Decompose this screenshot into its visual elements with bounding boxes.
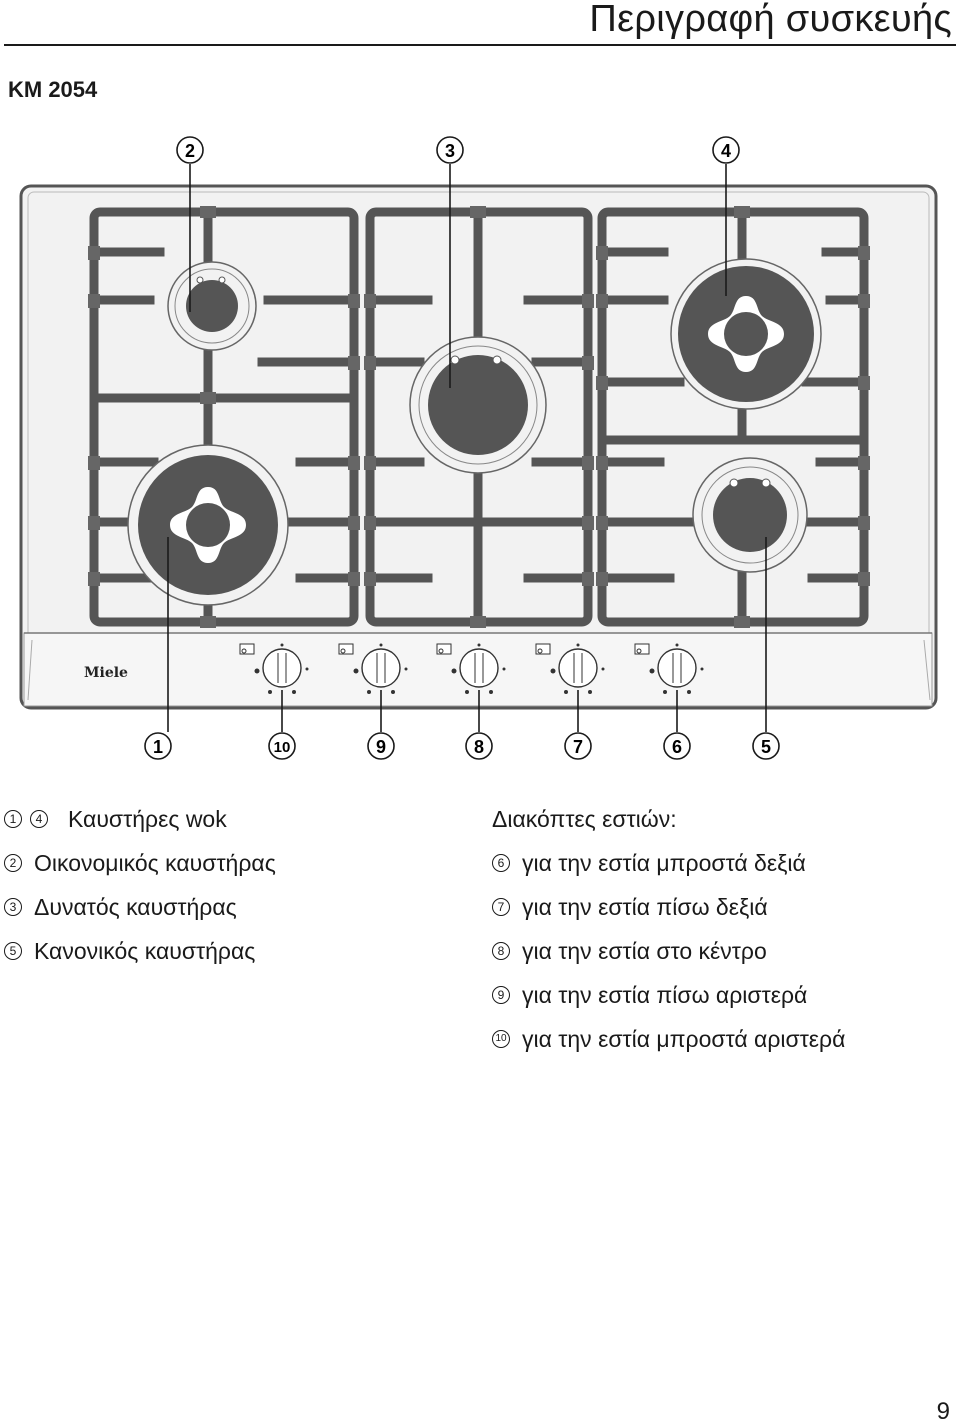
knob-rear-left[interactable] bbox=[338, 643, 408, 695]
svg-text:8: 8 bbox=[474, 737, 484, 757]
legend-text: Δυνατός καυστήρας bbox=[34, 894, 237, 920]
svg-text:3: 3 bbox=[445, 141, 455, 161]
legend-row-normal: 5 Κανονικός καυστήρας bbox=[4, 929, 276, 973]
legend-row-wok: 1 4 Καυστήρες wok bbox=[4, 797, 276, 841]
pan-support-right bbox=[597, 207, 869, 627]
callout-top-2: 2 bbox=[176, 136, 204, 164]
legend-row-economy: 2 Οικονομικός καυστήρας bbox=[4, 841, 276, 885]
svg-text:2: 2 bbox=[185, 141, 195, 161]
burner-wok-left bbox=[127, 444, 289, 606]
callout-bottom-8: 8 bbox=[465, 732, 493, 760]
pan-support-left bbox=[89, 207, 359, 627]
legend-number: 9 bbox=[492, 986, 510, 1004]
legend-number: 10 bbox=[492, 1030, 510, 1048]
legend-heading: Διακόπτες εστιών: bbox=[492, 806, 677, 832]
grate-fingers bbox=[89, 207, 869, 627]
callout-top-4: 4 bbox=[712, 136, 740, 164]
legend-text: για την εστία στο κέντρο bbox=[522, 938, 767, 964]
hob-diagram: Miele 2 3 4 1 10 9 8 bbox=[19, 136, 938, 760]
legend-text: για την εστία πίσω δεξιά bbox=[522, 894, 768, 920]
legend-row-strong: 3 Δυνατός καυστήρας bbox=[4, 885, 276, 929]
callout-bottom-1: 1 bbox=[144, 732, 172, 760]
legend-number: 3 bbox=[4, 898, 22, 916]
page-header-title: Περιγραφή συσκευής bbox=[589, 0, 952, 40]
model-name: KM 2054 bbox=[8, 77, 98, 102]
svg-text:9: 9 bbox=[376, 737, 386, 757]
svg-text:4: 4 bbox=[721, 141, 731, 161]
callout-leaders bbox=[167, 164, 767, 732]
svg-text:6: 6 bbox=[672, 737, 682, 757]
callout-bottom-7: 7 bbox=[564, 732, 592, 760]
svg-text:10: 10 bbox=[274, 739, 291, 756]
legend-text: για την εστία μπροστά δεξιά bbox=[522, 850, 806, 876]
legend-controls: Διακόπτες εστιών: 6 για την εστία μπροστ… bbox=[492, 797, 845, 1061]
svg-text:5: 5 bbox=[761, 737, 771, 757]
legend-row-rear-right: 7 για την εστία πίσω δεξιά bbox=[492, 885, 845, 929]
knob-front-right[interactable] bbox=[634, 643, 704, 695]
legend-row-rear-left: 9 για την εστία πίσω αριστερά bbox=[492, 973, 845, 1017]
legend-row-front-left: 10 για την εστία μπροστά αριστερά bbox=[492, 1017, 845, 1061]
legend-number: 2 bbox=[4, 854, 22, 872]
legend-number: 8 bbox=[492, 942, 510, 960]
header-divider bbox=[4, 44, 956, 46]
burner-economy bbox=[167, 261, 257, 351]
legend-burners: 1 4 Καυστήρες wok 2 Οικονομικός καυστήρα… bbox=[4, 797, 276, 973]
legend-text: Καυστήρες wok bbox=[68, 806, 227, 832]
burner-normal bbox=[692, 457, 808, 573]
legend-row-front-right: 6 για την εστία μπροστά δεξιά bbox=[492, 841, 845, 885]
legend-text: για την εστία μπροστά αριστερά bbox=[522, 1026, 846, 1052]
burner-strong bbox=[409, 336, 547, 474]
brand-logo: Miele bbox=[84, 665, 128, 681]
legend-number: 4 bbox=[30, 810, 48, 828]
burner-wok-right bbox=[670, 258, 822, 410]
callout-bottom-6: 6 bbox=[663, 732, 691, 760]
page-number: 9 bbox=[936, 1398, 950, 1425]
knob-front-left[interactable] bbox=[239, 643, 309, 695]
knob-rear-right[interactable] bbox=[535, 643, 605, 695]
svg-text:1: 1 bbox=[153, 737, 163, 757]
legend-text: για την εστία πίσω αριστερά bbox=[522, 982, 808, 1008]
legend-number: 1 bbox=[4, 810, 22, 828]
callout-bottom-5: 5 bbox=[752, 732, 780, 760]
callout-bottom-9: 9 bbox=[367, 732, 395, 760]
callout-bottom-10: 10 bbox=[268, 732, 296, 760]
knob-center[interactable] bbox=[436, 643, 506, 695]
control-knobs bbox=[239, 643, 704, 695]
legend-text: Οικονομικός καυστήρας bbox=[34, 850, 276, 876]
legend-row-center: 8 για την εστία στο κέντρο bbox=[492, 929, 845, 973]
legend-text: Κανονικός καυστήρας bbox=[34, 938, 256, 964]
grate-feet bbox=[88, 206, 870, 628]
legend-number: 7 bbox=[492, 898, 510, 916]
legend-number: 5 bbox=[4, 942, 22, 960]
legend-number: 6 bbox=[492, 854, 510, 872]
callout-top-3: 3 bbox=[436, 136, 464, 164]
svg-text:7: 7 bbox=[573, 737, 583, 757]
